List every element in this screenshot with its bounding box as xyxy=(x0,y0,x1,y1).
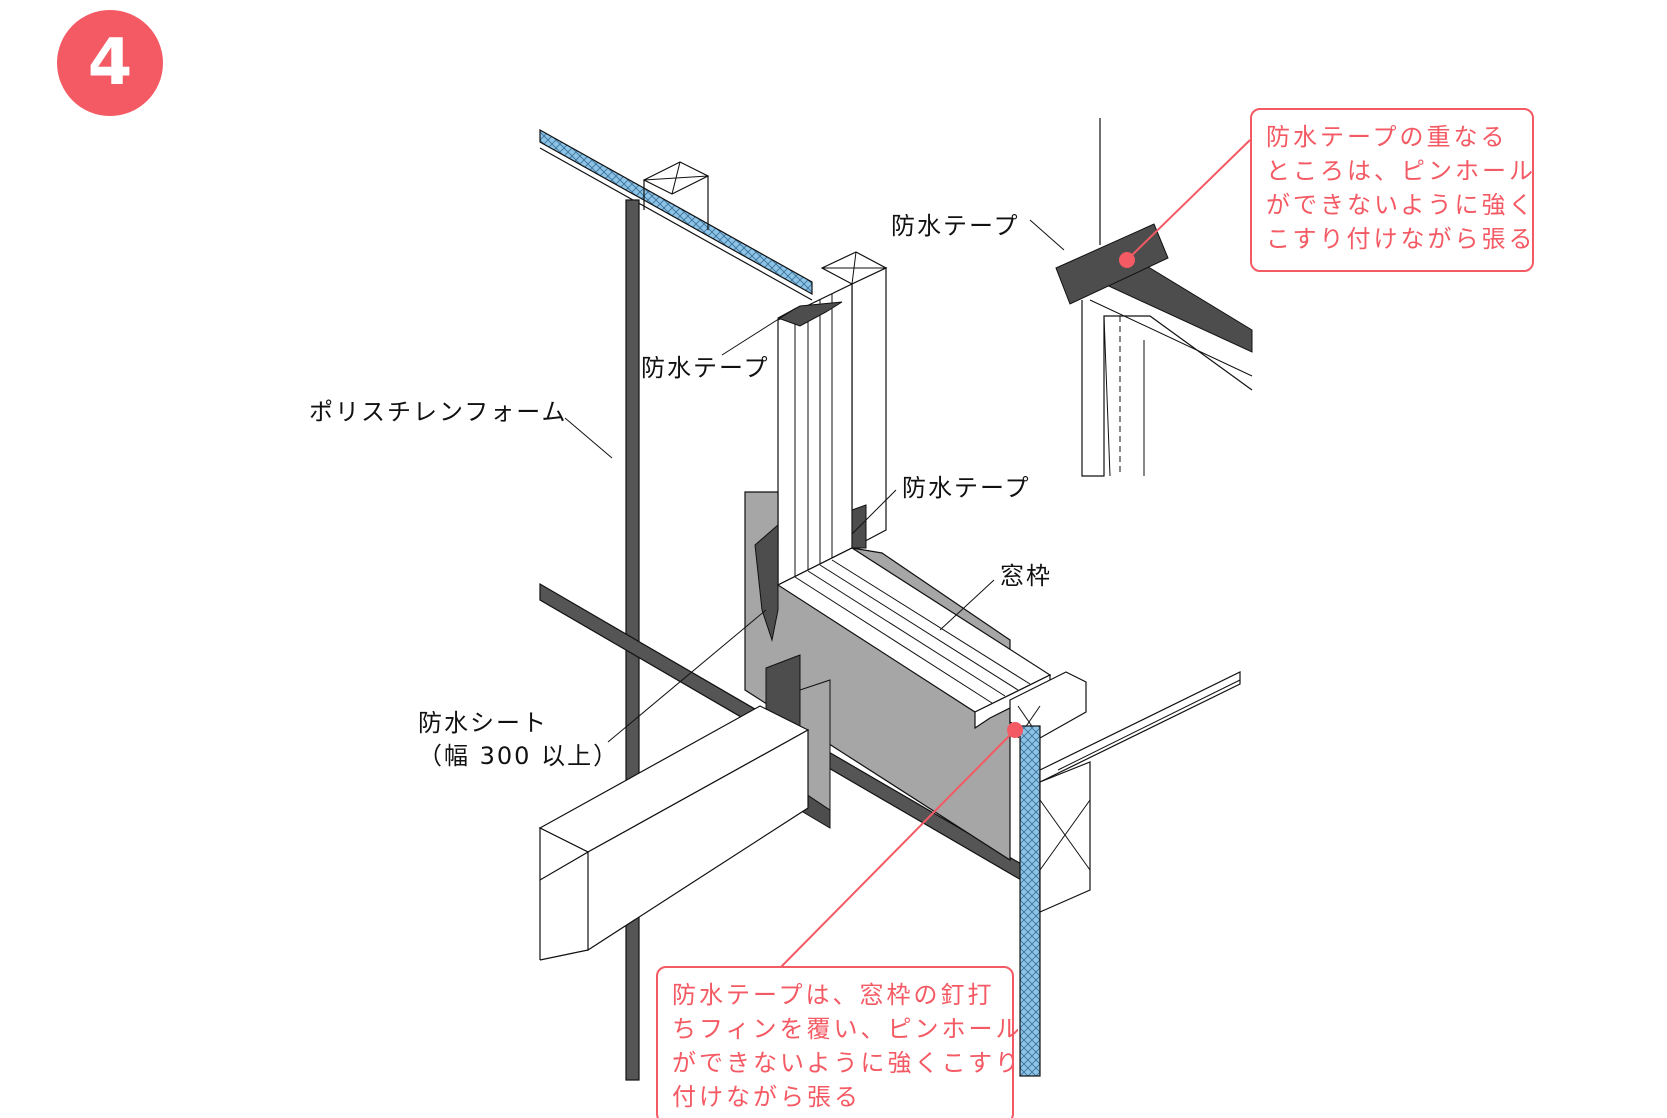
label-window-frame: 窓枠 xyxy=(1000,562,1052,590)
leader-sheet xyxy=(607,609,767,743)
leader-tape-right-top xyxy=(1029,219,1065,251)
jamb-side-tape-left xyxy=(754,523,779,642)
leader-tape-top xyxy=(721,307,797,356)
label-tape-mid: 防水テープ xyxy=(902,474,1031,502)
note-overlap: 防水テープの重なる ところは、ピンホール ができないように強く こすり付けながら… xyxy=(1250,108,1534,272)
label-waterproof-sheet: 防水シート （幅 300 以上） xyxy=(418,709,620,770)
window-jamb xyxy=(777,283,853,586)
inset-frame-outline xyxy=(1081,300,1253,477)
top-insulation-band xyxy=(539,128,813,296)
leader-polystyrene xyxy=(564,417,613,459)
jamb-top-tape xyxy=(776,301,843,327)
leader-window-frame xyxy=(939,579,995,631)
step-number-badge: 4 xyxy=(57,10,163,116)
leader-tape-mid xyxy=(851,489,897,535)
label-tape-top: 防水テープ xyxy=(641,354,770,382)
note-fin-leader xyxy=(775,729,1016,973)
label-polystyrene-foam: ポリスチレンフォーム xyxy=(309,398,568,426)
right-post-box xyxy=(1039,761,1091,913)
right-vertical-insulation xyxy=(1019,725,1041,1077)
large-beam-front xyxy=(587,728,809,952)
note-overlap-leader xyxy=(1126,139,1251,261)
note-fin: 防水テープは、窓枠の釘打 ちフィンを覆い、ピンホール ができないように強くこすり… xyxy=(656,966,1020,1118)
front-post-face xyxy=(851,267,887,549)
inset-tape xyxy=(1055,223,1169,305)
label-tape-right-top: 防水テープ xyxy=(891,212,1020,240)
large-beam-side xyxy=(539,827,590,882)
